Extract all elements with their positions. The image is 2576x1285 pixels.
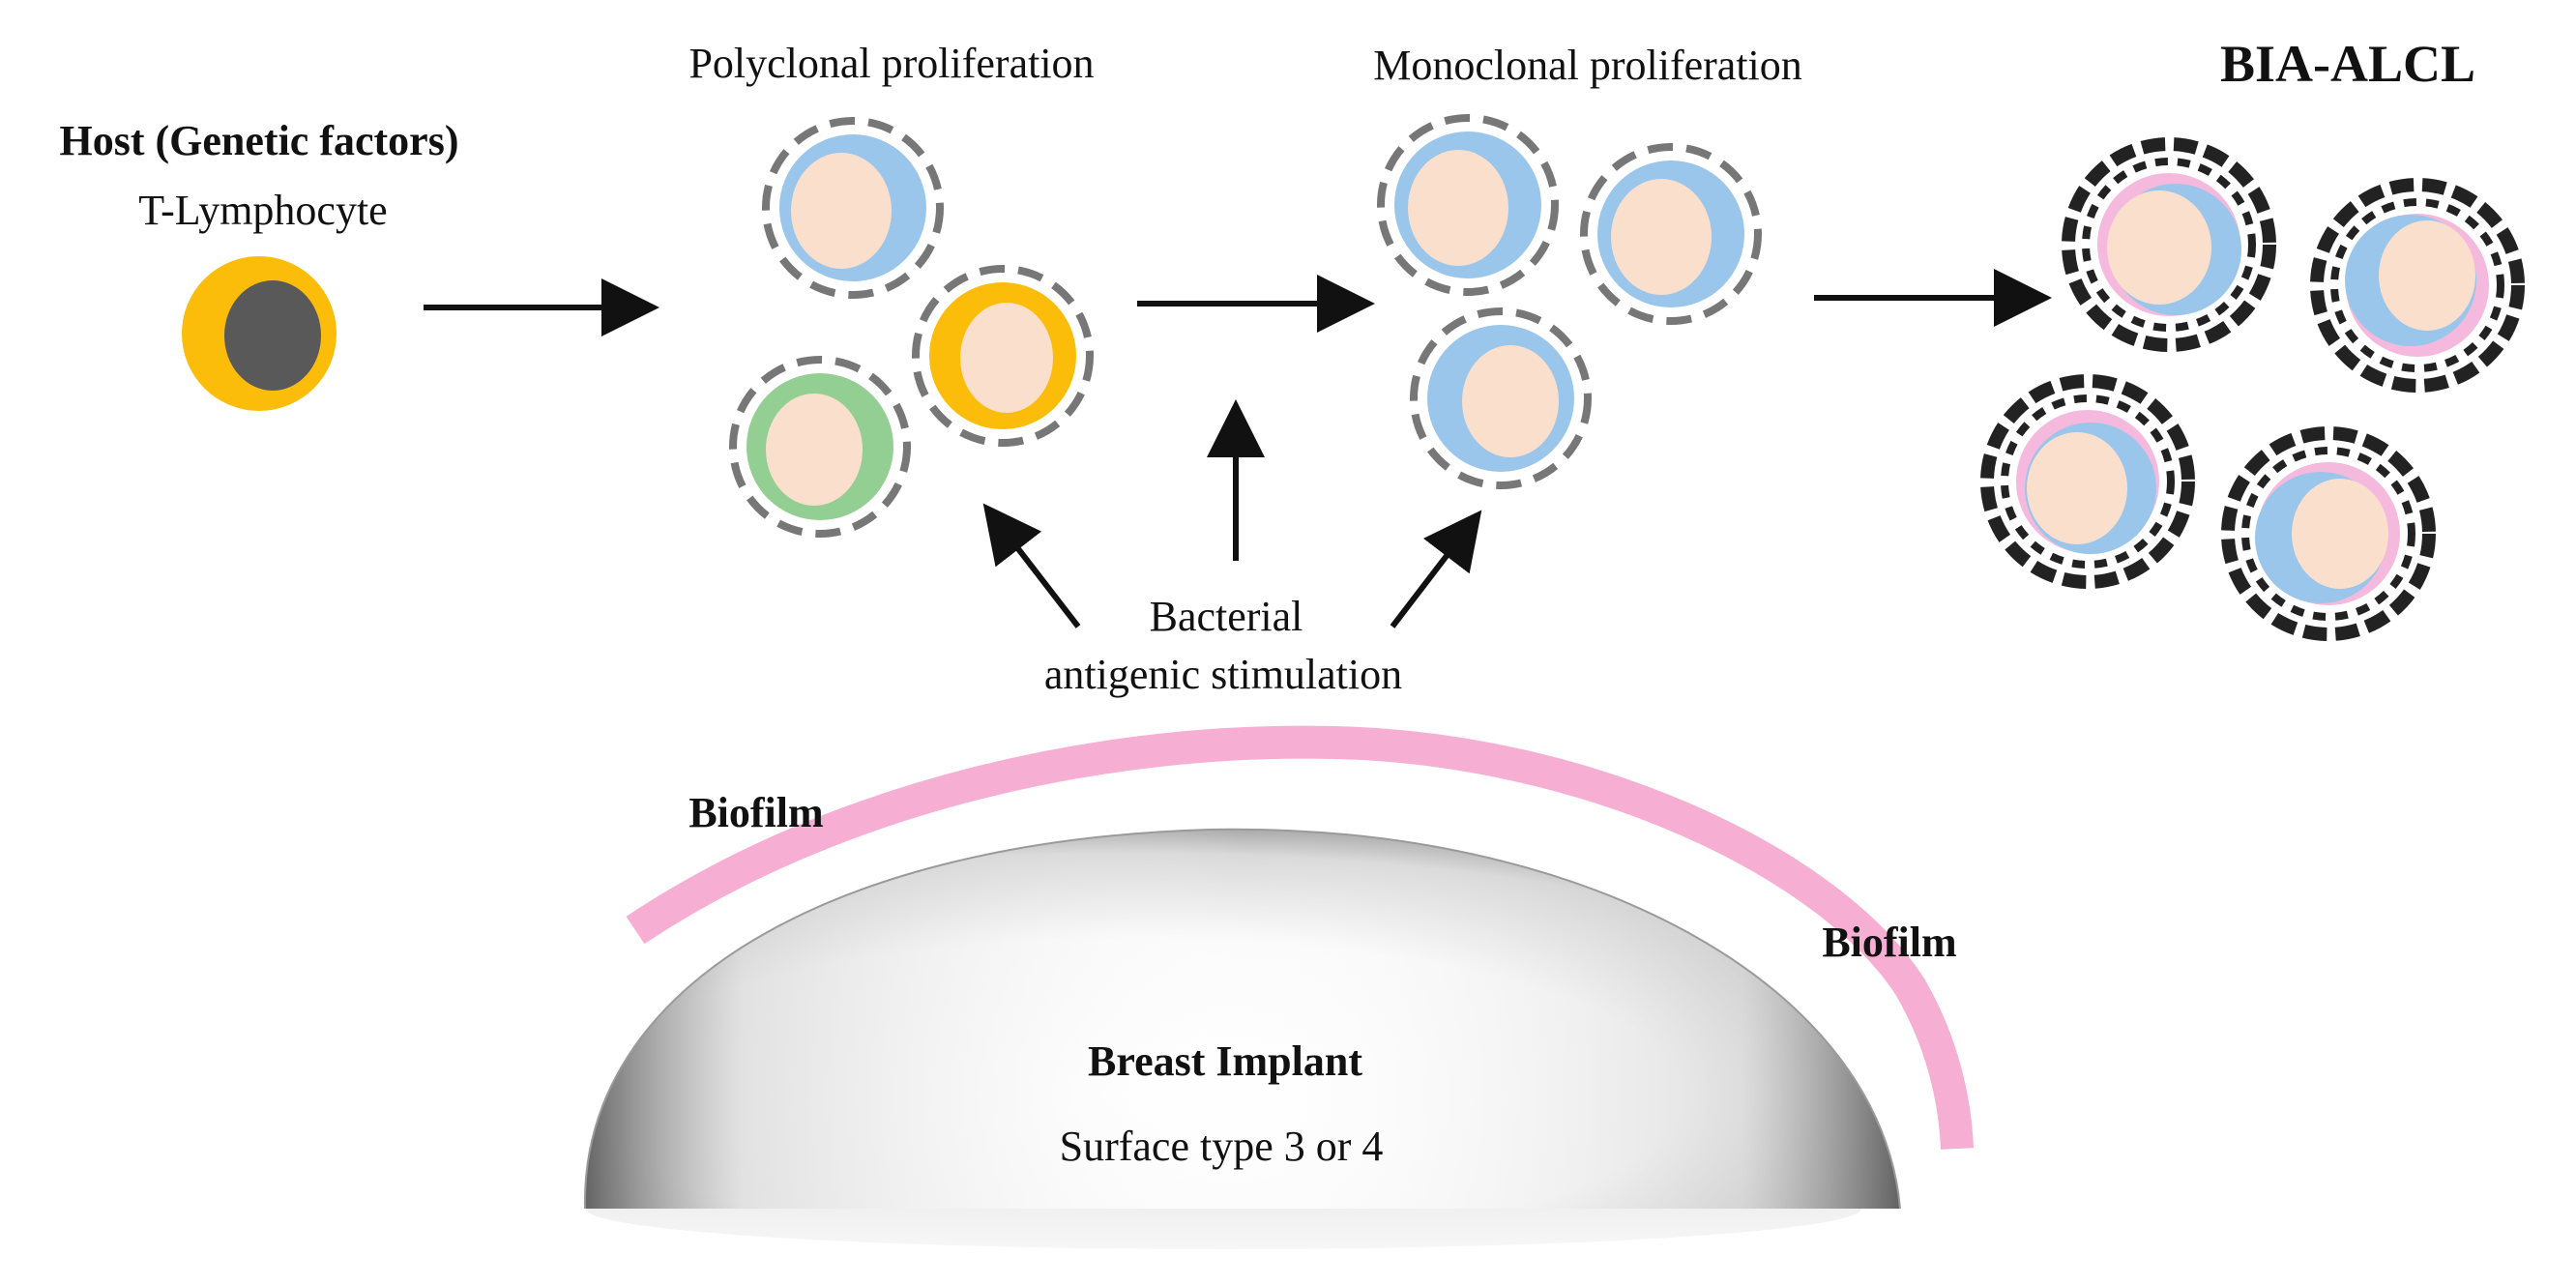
implant-subtitle: Surface type 3 or 4	[1060, 1123, 1384, 1170]
arrow-stimulation-left	[982, 503, 1081, 628]
bia-alcl-label: BIA-ALCL	[2220, 35, 2475, 93]
biofilm-label-right: Biofilm	[1822, 919, 1956, 966]
monoclonal-label: Monoclonal proliferation	[1373, 42, 1802, 89]
breast-implant-dome	[583, 828, 1901, 1249]
monoclonal-cell-3	[1410, 307, 1592, 489]
implant-title: Breast Implant	[1088, 1037, 1362, 1085]
malignant-cell-3	[1980, 374, 2195, 589]
monoclonal-cell-1	[1377, 114, 1559, 296]
polyclonal-cell-blue	[762, 117, 944, 299]
host-subtitle: T-Lymphocyte	[138, 187, 387, 234]
monoclonal-cell-2	[1580, 143, 1762, 325]
polyclonal-label: Polyclonal proliferation	[688, 40, 1094, 87]
polyclonal-cell-green	[729, 356, 911, 538]
biofilm-band	[626, 725, 1974, 1150]
malignant-cell-4	[2221, 426, 2436, 641]
t-lymphocyte-cell	[182, 256, 337, 411]
malignant-cell-1	[2062, 137, 2276, 352]
malignant-cell-2	[2310, 178, 2525, 393]
host-title: Host (Genetic factors)	[60, 117, 459, 164]
biofilm-label-left: Biofilm	[688, 789, 823, 836]
arrow-stimulation-right	[1390, 510, 1482, 628]
bacterial-label-line2: antigenic stimulation	[1044, 651, 1402, 698]
bacterial-label-line1: Bacterial	[1150, 593, 1303, 640]
polyclonal-cell-orange	[912, 265, 1094, 447]
